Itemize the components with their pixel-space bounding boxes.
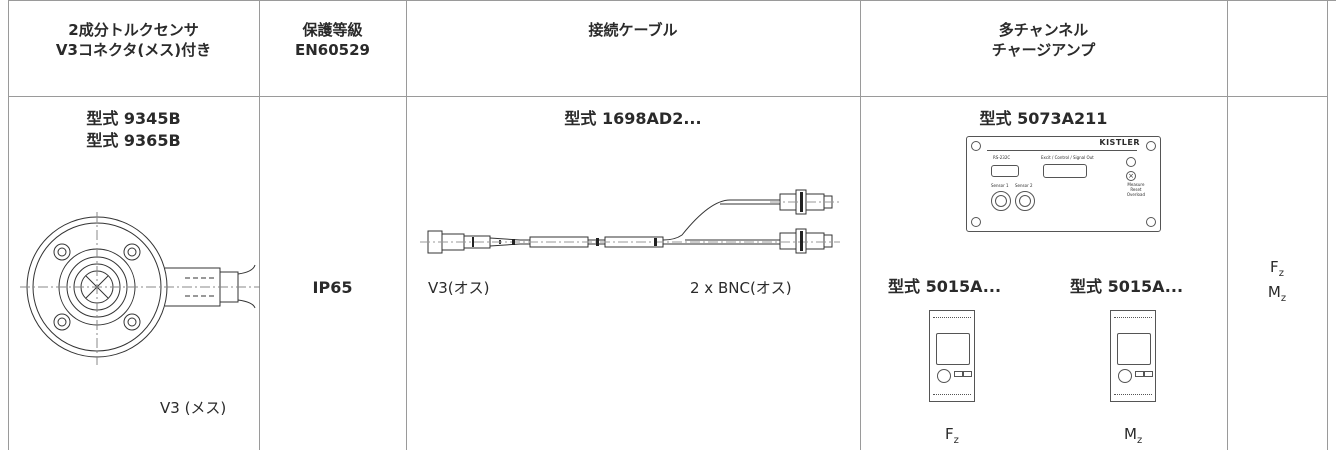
amplifier-panel: KISTLER RS-232C Excit / Control / Signal… bbox=[966, 136, 1161, 232]
sensor1-connector-icon bbox=[991, 191, 1011, 211]
panel-port1-label: RS-232C bbox=[993, 155, 1011, 160]
torque-sensor-drawing bbox=[15, 210, 260, 370]
header-amplifier: 多チャンネル チャージアンプ bbox=[860, 20, 1227, 60]
header-divider bbox=[8, 96, 1328, 97]
amplifier-unit-left-drawing bbox=[929, 310, 975, 402]
cable-right-label: 2 x BNC(オス) bbox=[690, 279, 792, 297]
status-overload-label: Overload bbox=[1126, 192, 1145, 197]
table-border-right bbox=[1327, 0, 1328, 450]
display-icon bbox=[936, 333, 970, 365]
output-quantities: Fz Mz bbox=[1227, 258, 1327, 308]
header-sensor-line2: V3コネクタ(メス)付き bbox=[55, 41, 212, 59]
cable-drawing bbox=[420, 180, 850, 265]
header-cable: 接続ケーブル bbox=[406, 20, 860, 40]
kistler-logo: KISTLER bbox=[1099, 138, 1140, 147]
header-protection-line1: 保護等級 bbox=[302, 21, 363, 39]
dial-icon bbox=[937, 369, 951, 383]
measure-indicator-icon: × bbox=[1126, 171, 1136, 181]
panel-sensor1-label: Sensor 1 bbox=[991, 183, 1009, 188]
output-mz: Mz bbox=[1267, 283, 1287, 304]
panel-sensor2-label: Sensor 2 bbox=[1015, 183, 1033, 188]
status-reset-label: Reset bbox=[1130, 187, 1142, 192]
panel-rule bbox=[987, 150, 1137, 151]
rs232-port-icon bbox=[991, 165, 1019, 177]
header-sensor-line1: 2成分トルクセンサ bbox=[68, 21, 199, 39]
cable-model: 型式 1698AD2... bbox=[564, 109, 702, 128]
header-cable-line1: 接続ケーブル bbox=[588, 21, 678, 39]
header-amplifier-line2: チャージアンプ bbox=[991, 41, 1096, 59]
sensor-models: 型式 9345B 型式 9365B bbox=[8, 108, 259, 152]
panel-led-icon bbox=[1126, 157, 1136, 167]
header-protection-line2: EN60529 bbox=[295, 41, 370, 59]
panel-screw-icon bbox=[1146, 141, 1156, 151]
column-divider bbox=[259, 0, 260, 450]
amplifier-unit-right-axis: Mz bbox=[1124, 425, 1143, 446]
dial-icon bbox=[1118, 369, 1132, 383]
column-divider bbox=[406, 0, 407, 450]
sensor-model-1: 型式 9345B bbox=[86, 109, 181, 128]
table-border-top bbox=[8, 0, 1336, 1]
column-divider bbox=[1227, 0, 1228, 450]
panel-screw-icon bbox=[1146, 217, 1156, 227]
sensor2-connector-icon bbox=[1015, 191, 1035, 211]
output-fz: Fz bbox=[1270, 258, 1284, 279]
display-icon bbox=[1117, 333, 1151, 365]
panel-screw-icon bbox=[971, 141, 981, 151]
header-amplifier-line1: 多チャンネル bbox=[998, 21, 1089, 39]
panel-status-labels: Measure Reset Overload bbox=[1127, 182, 1145, 197]
amplifier-model: 型式 5073A211 bbox=[979, 109, 1108, 128]
panel-port2-label: Excit / Control / Signal Out bbox=[1041, 155, 1094, 160]
sensor-model-2: 型式 9365B bbox=[86, 131, 181, 150]
sensor-connector-label: V3 (メス) bbox=[160, 399, 227, 417]
table-border-left bbox=[8, 0, 9, 450]
amplifier-unit-right-drawing bbox=[1110, 310, 1156, 402]
header-protection: 保護等級 EN60529 bbox=[259, 20, 406, 60]
column-divider bbox=[860, 0, 861, 450]
protection-rating: IP65 bbox=[312, 278, 353, 297]
status-measure-label: Measure bbox=[1127, 182, 1145, 187]
amplifier-unit-left-axis: Fz bbox=[945, 425, 959, 446]
panel-screw-icon bbox=[971, 217, 981, 227]
amplifier-unit-right-model: 型式 5015A... bbox=[1070, 277, 1184, 296]
signal-port-icon bbox=[1043, 164, 1087, 178]
cable-left-label: V3(オス) bbox=[428, 279, 490, 297]
header-sensor: 2成分トルクセンサ V3コネクタ(メス)付き bbox=[8, 20, 259, 60]
amplifier-unit-left-model: 型式 5015A... bbox=[888, 277, 1002, 296]
